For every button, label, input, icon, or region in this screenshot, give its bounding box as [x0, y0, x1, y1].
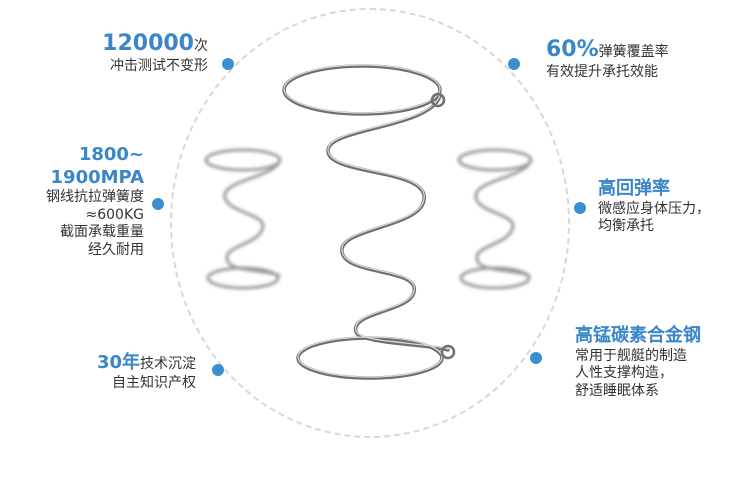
coverage-value: 60% — [546, 37, 599, 62]
cycles-value: 120000 — [102, 31, 194, 56]
feature-steel: 高锰碳素合金钢 常用于舰艇的制造 人性支撑构造， 舒适睡眠体系 — [575, 325, 701, 400]
tensile-line-4: 经久耐用 — [88, 241, 144, 258]
tensile-line-3: 截面承载重量 — [60, 224, 144, 240]
feature-tensile: 1800~ 1900MPA 钢线抗拉弹簧度 ≈600KG 截面承载重量 经久耐用 — [46, 144, 144, 259]
cycles-desc: 冲击测试不变形 — [110, 57, 208, 74]
feature-cycles: 120000次 冲击测试不变形 — [102, 30, 208, 75]
left-spring — [204, 148, 282, 290]
marker-dot-coverage — [508, 58, 520, 70]
rebound-line-2: 均衡承托 — [598, 218, 654, 234]
rebound-title: 高回弹率 — [598, 178, 670, 199]
coverage-desc: 有效提升承托效能 — [546, 63, 658, 80]
feature-coverage: 60%弹簧覆盖率 有效提升承托效能 — [546, 36, 669, 81]
tensile-value-2: 1900MPA — [50, 166, 144, 188]
cycles-unit: 次 — [194, 38, 208, 54]
patent-rest: 技术沉淀 — [140, 356, 196, 372]
rebound-line-1: 微感应身体压力， — [598, 200, 710, 217]
marker-dot-steel — [530, 352, 542, 364]
marker-dot-tensile — [152, 198, 164, 210]
steel-line-2: 人性支撑构造， — [575, 365, 673, 381]
patent-desc: 自主知识产权 — [112, 374, 196, 391]
steel-line-1: 常用于舰艇的制造 — [575, 347, 687, 364]
feature-rebound: 高回弹率 微感应身体压力， 均衡承托 — [598, 178, 710, 236]
tensile-line-2: ≈600KG — [85, 206, 144, 223]
feature-patent: 30年技术沉淀 自主知识产权 — [97, 352, 196, 392]
marker-dot-patent — [212, 364, 224, 376]
steel-line-3: 舒适睡眠体系 — [575, 382, 659, 399]
tensile-value-1: 1800~ — [78, 144, 144, 165]
marker-dot-cycles — [222, 58, 234, 70]
right-spring — [457, 148, 533, 290]
tensile-line-1: 钢线抗拉弹簧度 — [46, 189, 144, 205]
dashed-circle — [170, 8, 570, 438]
coverage-rest: 弹簧覆盖率 — [598, 44, 669, 60]
patent-value: 30年 — [96, 352, 140, 373]
center-spring — [282, 64, 456, 380]
marker-dot-rebound — [574, 202, 586, 214]
steel-title: 高锰碳素合金钢 — [575, 325, 701, 346]
